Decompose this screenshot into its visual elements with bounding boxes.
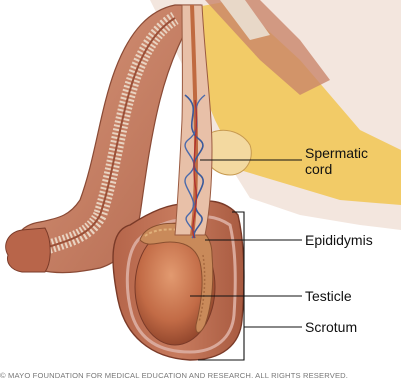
copyright-notice: © MAYO FOUNDATION FOR MEDICAL EDUCATION … xyxy=(0,371,348,380)
glans xyxy=(6,228,51,272)
label-spermatic-cord: Spermatic cord xyxy=(305,145,368,177)
label-epididymis: Epididymis xyxy=(305,232,373,248)
label-spermatic-cord-line1: Spermatic xyxy=(305,145,368,161)
label-spermatic-cord-line2: cord xyxy=(305,161,368,177)
label-testicle: Testicle xyxy=(305,288,352,304)
label-scrotum: Scrotum xyxy=(305,319,357,335)
